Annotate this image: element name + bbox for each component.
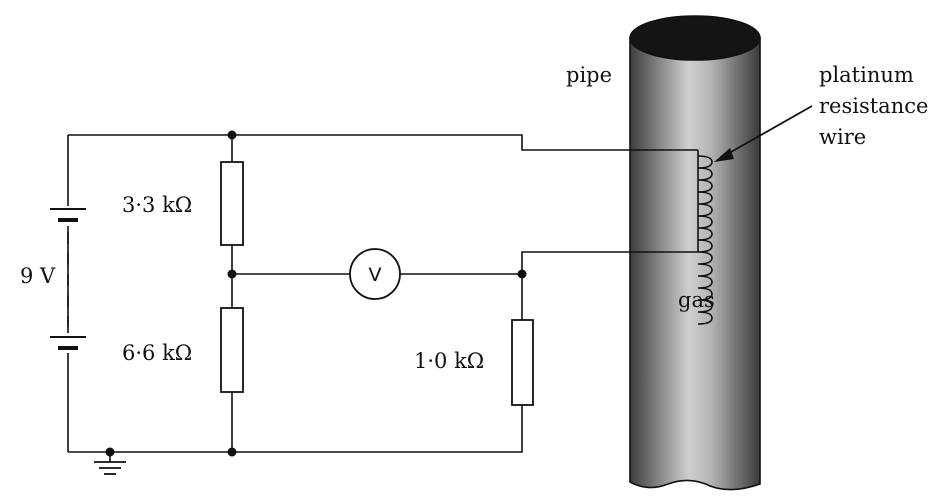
pipe-label: pipe: [566, 63, 612, 87]
platinum-label-line1: platinum: [819, 63, 914, 87]
pointer-arrow: [714, 105, 813, 162]
gas-label: gas: [678, 288, 715, 312]
ground-symbol: [94, 461, 126, 475]
voltmeter-label: V: [369, 264, 382, 286]
resistor-3-3k-label: 3·3 kΩ: [122, 193, 192, 217]
resistor-1-0k: [511, 319, 534, 406]
battery-label: 9 V: [20, 264, 56, 288]
platinum-coil: [697, 150, 713, 325]
resistor-6-6k-label: 6·6 kΩ: [122, 341, 192, 365]
circuit-wires: [67, 134, 698, 462]
platinum-label-line2: resistance: [819, 94, 928, 118]
platinum-label-line3: wire: [819, 125, 866, 149]
pipe-opening: [629, 15, 761, 61]
battery: [50, 208, 86, 350]
resistor-6-6k: [220, 307, 244, 393]
resistor-1-0k-label: 1·0 kΩ: [414, 349, 484, 373]
voltmeter: V: [349, 248, 401, 300]
junction-dots: [105, 130, 527, 457]
resistor-3-3k: [220, 161, 244, 246]
